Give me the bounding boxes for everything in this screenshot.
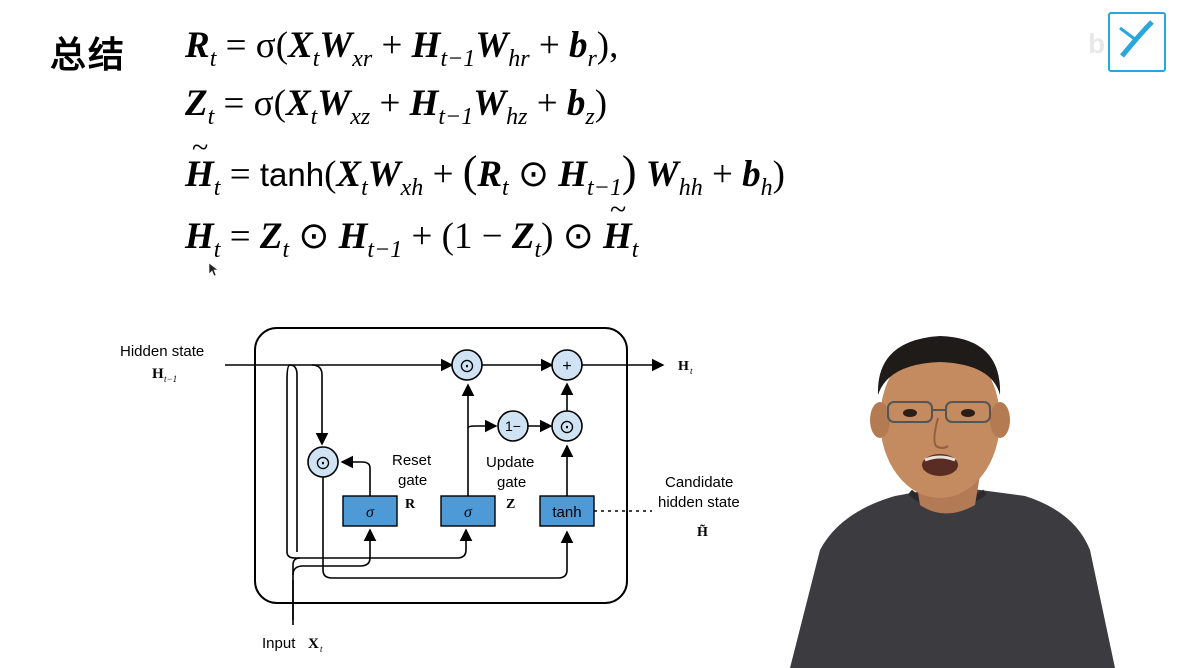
plus-symbol: + [562, 358, 571, 375]
equation-reset-gate: Rt = σ(XtWxr + Ht−1Whr + br), [185, 25, 619, 72]
update-gate-sigma: σ [464, 504, 473, 521]
plus-node [551, 349, 583, 381]
update-gate-label-1: Update [486, 454, 534, 471]
top-hadamard-symbol: ⊙ [459, 356, 475, 377]
hidden-state-label: Hidden state [120, 343, 204, 360]
eq-h-lhs: H [185, 216, 214, 257]
output-sub: t [690, 366, 693, 376]
one-minus-symbol: 1− [505, 418, 521, 434]
eq-r-lhs: R [185, 25, 210, 66]
reset-gate-label-2: gate [398, 472, 427, 489]
presenter-image [790, 336, 1115, 668]
update-gate-label-2: gate [497, 474, 526, 491]
h-prev-sub: t−1 [164, 374, 177, 384]
gru-cell-box [254, 327, 628, 604]
candidate-label-1: Candidate [665, 474, 733, 491]
eq-hc-lhs: H [185, 131, 214, 196]
reset-gate-box [342, 495, 398, 527]
reset-hadamard-symbol: ⊙ [315, 453, 331, 474]
eq-tanh-fn: tanh [259, 156, 325, 193]
reset-gate-sigma: σ [366, 504, 375, 521]
equation-update-gate: Zt = σ(XtWxz + Ht−1Whz + bz) [185, 83, 608, 130]
equation-hidden-state: Ht = Zt ⊙ Ht−1 + (1 − Zt) ⊙ Ht [185, 193, 638, 264]
output-label: H [678, 359, 689, 374]
slide-title: 总结 [50, 35, 127, 76]
eq-z-lhs: Z [185, 83, 208, 124]
input-symbol: X [308, 636, 319, 652]
equation-candidate-state: Ht = tanh(XtWxh + (Rt ⊙ Ht−1) Whh + bh) [185, 131, 785, 202]
tanh-label: tanh [552, 504, 581, 521]
reset-gate-label-1: Reset [392, 452, 432, 469]
watermark-icon: b [1088, 28, 1107, 59]
candidate-label-2: hidden state [658, 494, 740, 511]
candidate-symbol: H̃ [697, 523, 708, 540]
top-hadamard-node [451, 349, 483, 381]
bilibili-logo-icon [1108, 12, 1166, 72]
input-label: Input [262, 635, 296, 652]
gru-diagram: Hidden state H t−1 H t ⊙ σ Reset gate R … [120, 327, 740, 654]
input-sub: t [320, 644, 323, 654]
mouse-pointer-icon [209, 263, 219, 277]
candidate-hadamard-symbol: ⊙ [559, 417, 575, 438]
reset-symbol: R [405, 497, 416, 512]
h-prev-label: H [152, 366, 164, 382]
update-symbol: Z [506, 497, 515, 512]
